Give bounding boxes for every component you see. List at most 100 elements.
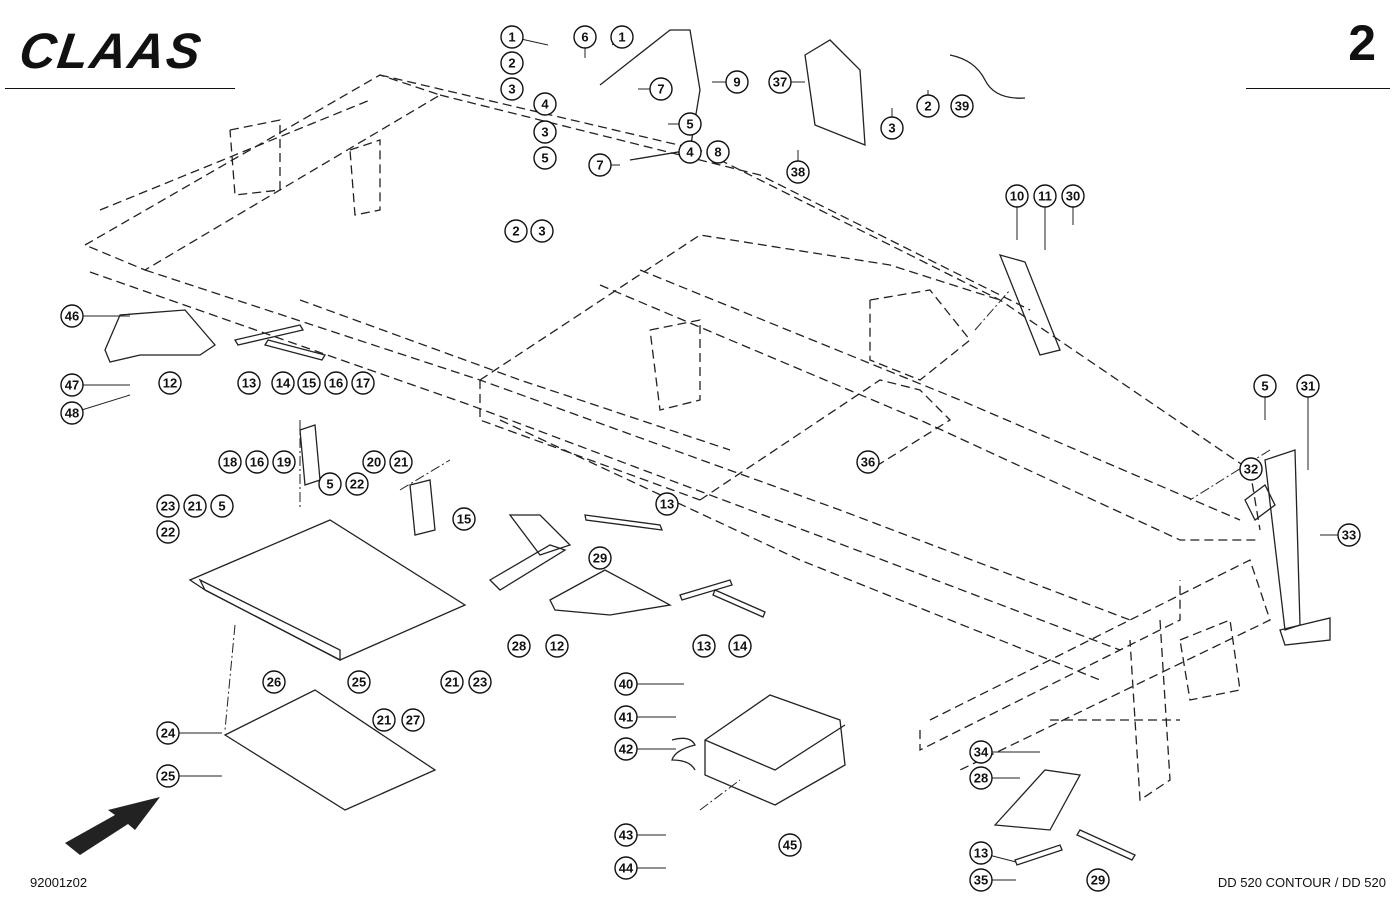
- callout-bubble: 13: [692, 634, 716, 658]
- callout-label: 5: [686, 117, 693, 132]
- callout-label: 21: [188, 499, 202, 514]
- callout-label: 21: [394, 455, 408, 470]
- callout-bubble: 8: [706, 140, 730, 164]
- callout-label: 9: [733, 75, 740, 90]
- leader-lines: [224, 289, 1271, 811]
- callout-bubble: 42: [614, 737, 638, 761]
- callout-bubble: 17: [351, 371, 375, 395]
- callout-label: 21: [445, 675, 459, 690]
- callout-label: 5: [1261, 379, 1268, 394]
- callout-label: 1: [618, 30, 625, 45]
- callout-bubble: 15: [452, 507, 476, 531]
- model-label: DD 520 CONTOUR / DD 520: [1217, 875, 1386, 890]
- callout-label: 39: [955, 99, 969, 114]
- callout-bubble: 11: [1033, 184, 1057, 208]
- callout-bubble: 18: [218, 450, 242, 474]
- callout-label: 23: [161, 499, 175, 514]
- callout-label: 2: [508, 56, 515, 71]
- callout-label: 44: [619, 861, 634, 876]
- callout-label: 48: [65, 406, 79, 421]
- callout-label: 3: [541, 125, 548, 140]
- callout-label: 41: [619, 710, 633, 725]
- callout-label: 25: [352, 675, 366, 690]
- callout-bubble: 12: [545, 634, 569, 658]
- callout-bubble: 25: [156, 764, 180, 788]
- callout-label: 5: [326, 477, 333, 492]
- callout-label: 5: [541, 151, 548, 166]
- drawing-reference: 92001z02: [30, 875, 88, 890]
- callout-label: 4: [686, 145, 694, 160]
- callout-bubble: 5: [318, 472, 342, 496]
- callout-label: 1: [508, 30, 515, 45]
- callout-bubble: 3: [500, 77, 524, 101]
- callout-bubble: 2: [916, 94, 940, 118]
- callout-bubble: 35: [969, 868, 993, 892]
- callout-bubble: 10: [1005, 184, 1029, 208]
- callout-bubble: 43: [614, 823, 638, 847]
- callout-bubble: 14: [728, 634, 752, 658]
- callout-bubble: 29: [1086, 868, 1110, 892]
- callout-bubble: 21: [183, 494, 207, 518]
- callout-label: 36: [861, 455, 875, 470]
- callout-label: 14: [276, 376, 291, 391]
- callout-bubble: 5: [533, 146, 557, 170]
- direction-arrow-icon: [65, 797, 160, 855]
- callout-bubble: 1: [500, 25, 524, 49]
- callout-bubble: 3: [533, 120, 557, 144]
- callout-label: 23: [473, 675, 487, 690]
- callout-bubble: 4: [678, 140, 702, 164]
- callout-label: 43: [619, 828, 633, 843]
- callout-bubble: 26: [262, 670, 286, 694]
- callout-label: 42: [619, 742, 633, 757]
- callout-label: 38: [791, 165, 805, 180]
- callout-bubble: 21: [389, 450, 413, 474]
- callout-bubble: 36: [856, 450, 880, 474]
- callout-bubble: 16: [245, 450, 269, 474]
- callout-bubble: 32: [1239, 457, 1263, 481]
- callout-label: 33: [1342, 528, 1356, 543]
- header-rule-right: [1246, 88, 1390, 89]
- callout-label: 32: [1244, 462, 1258, 477]
- callout-label: 5: [218, 499, 225, 514]
- callout-label: 22: [350, 477, 364, 492]
- callout-label: 37: [773, 75, 787, 90]
- callout-label: 3: [888, 121, 895, 136]
- callout-bubble: 40: [614, 672, 638, 696]
- callout-bubble: 13: [655, 492, 679, 516]
- callout-label: 24: [161, 726, 176, 741]
- callout-bubble: 14: [271, 371, 295, 395]
- callout-label: 7: [596, 158, 603, 173]
- callout-bubble: 34: [969, 740, 993, 764]
- callout-bubble: 13: [237, 371, 261, 395]
- callout-label: 15: [457, 512, 471, 527]
- callout-bubble: 21: [372, 708, 396, 732]
- callout-label: 13: [242, 376, 256, 391]
- callout-label: 34: [974, 745, 989, 760]
- header-rule-left: [5, 88, 235, 89]
- callout-bubble: 37: [768, 70, 792, 94]
- callout-label: 46: [65, 309, 79, 324]
- callout-bubble: 6: [573, 25, 597, 49]
- callout-bubble: 46: [60, 304, 84, 328]
- callout-label: 10: [1010, 189, 1024, 204]
- callout-bubble: 13: [969, 841, 993, 865]
- callout-bubble: 48: [60, 401, 84, 425]
- callout-bubble: 38: [786, 160, 810, 184]
- callout-label: 17: [356, 376, 370, 391]
- callout-bubble: 44: [614, 856, 638, 880]
- callout-label: 16: [250, 455, 264, 470]
- callout-label: 14: [733, 639, 748, 654]
- callout-label: 13: [697, 639, 711, 654]
- callout-label: 13: [660, 497, 674, 512]
- callout-bubble: 31: [1296, 374, 1320, 398]
- callout-bubble: 21: [440, 670, 464, 694]
- callout-bubble: 5: [210, 494, 234, 518]
- callout-label: 13: [974, 846, 988, 861]
- callout-bubble: 28: [507, 634, 531, 658]
- callout-label: 12: [550, 639, 564, 654]
- callout-bubble: 16: [324, 371, 348, 395]
- callout-bubble: 22: [345, 472, 369, 496]
- callout-label: 30: [1066, 189, 1080, 204]
